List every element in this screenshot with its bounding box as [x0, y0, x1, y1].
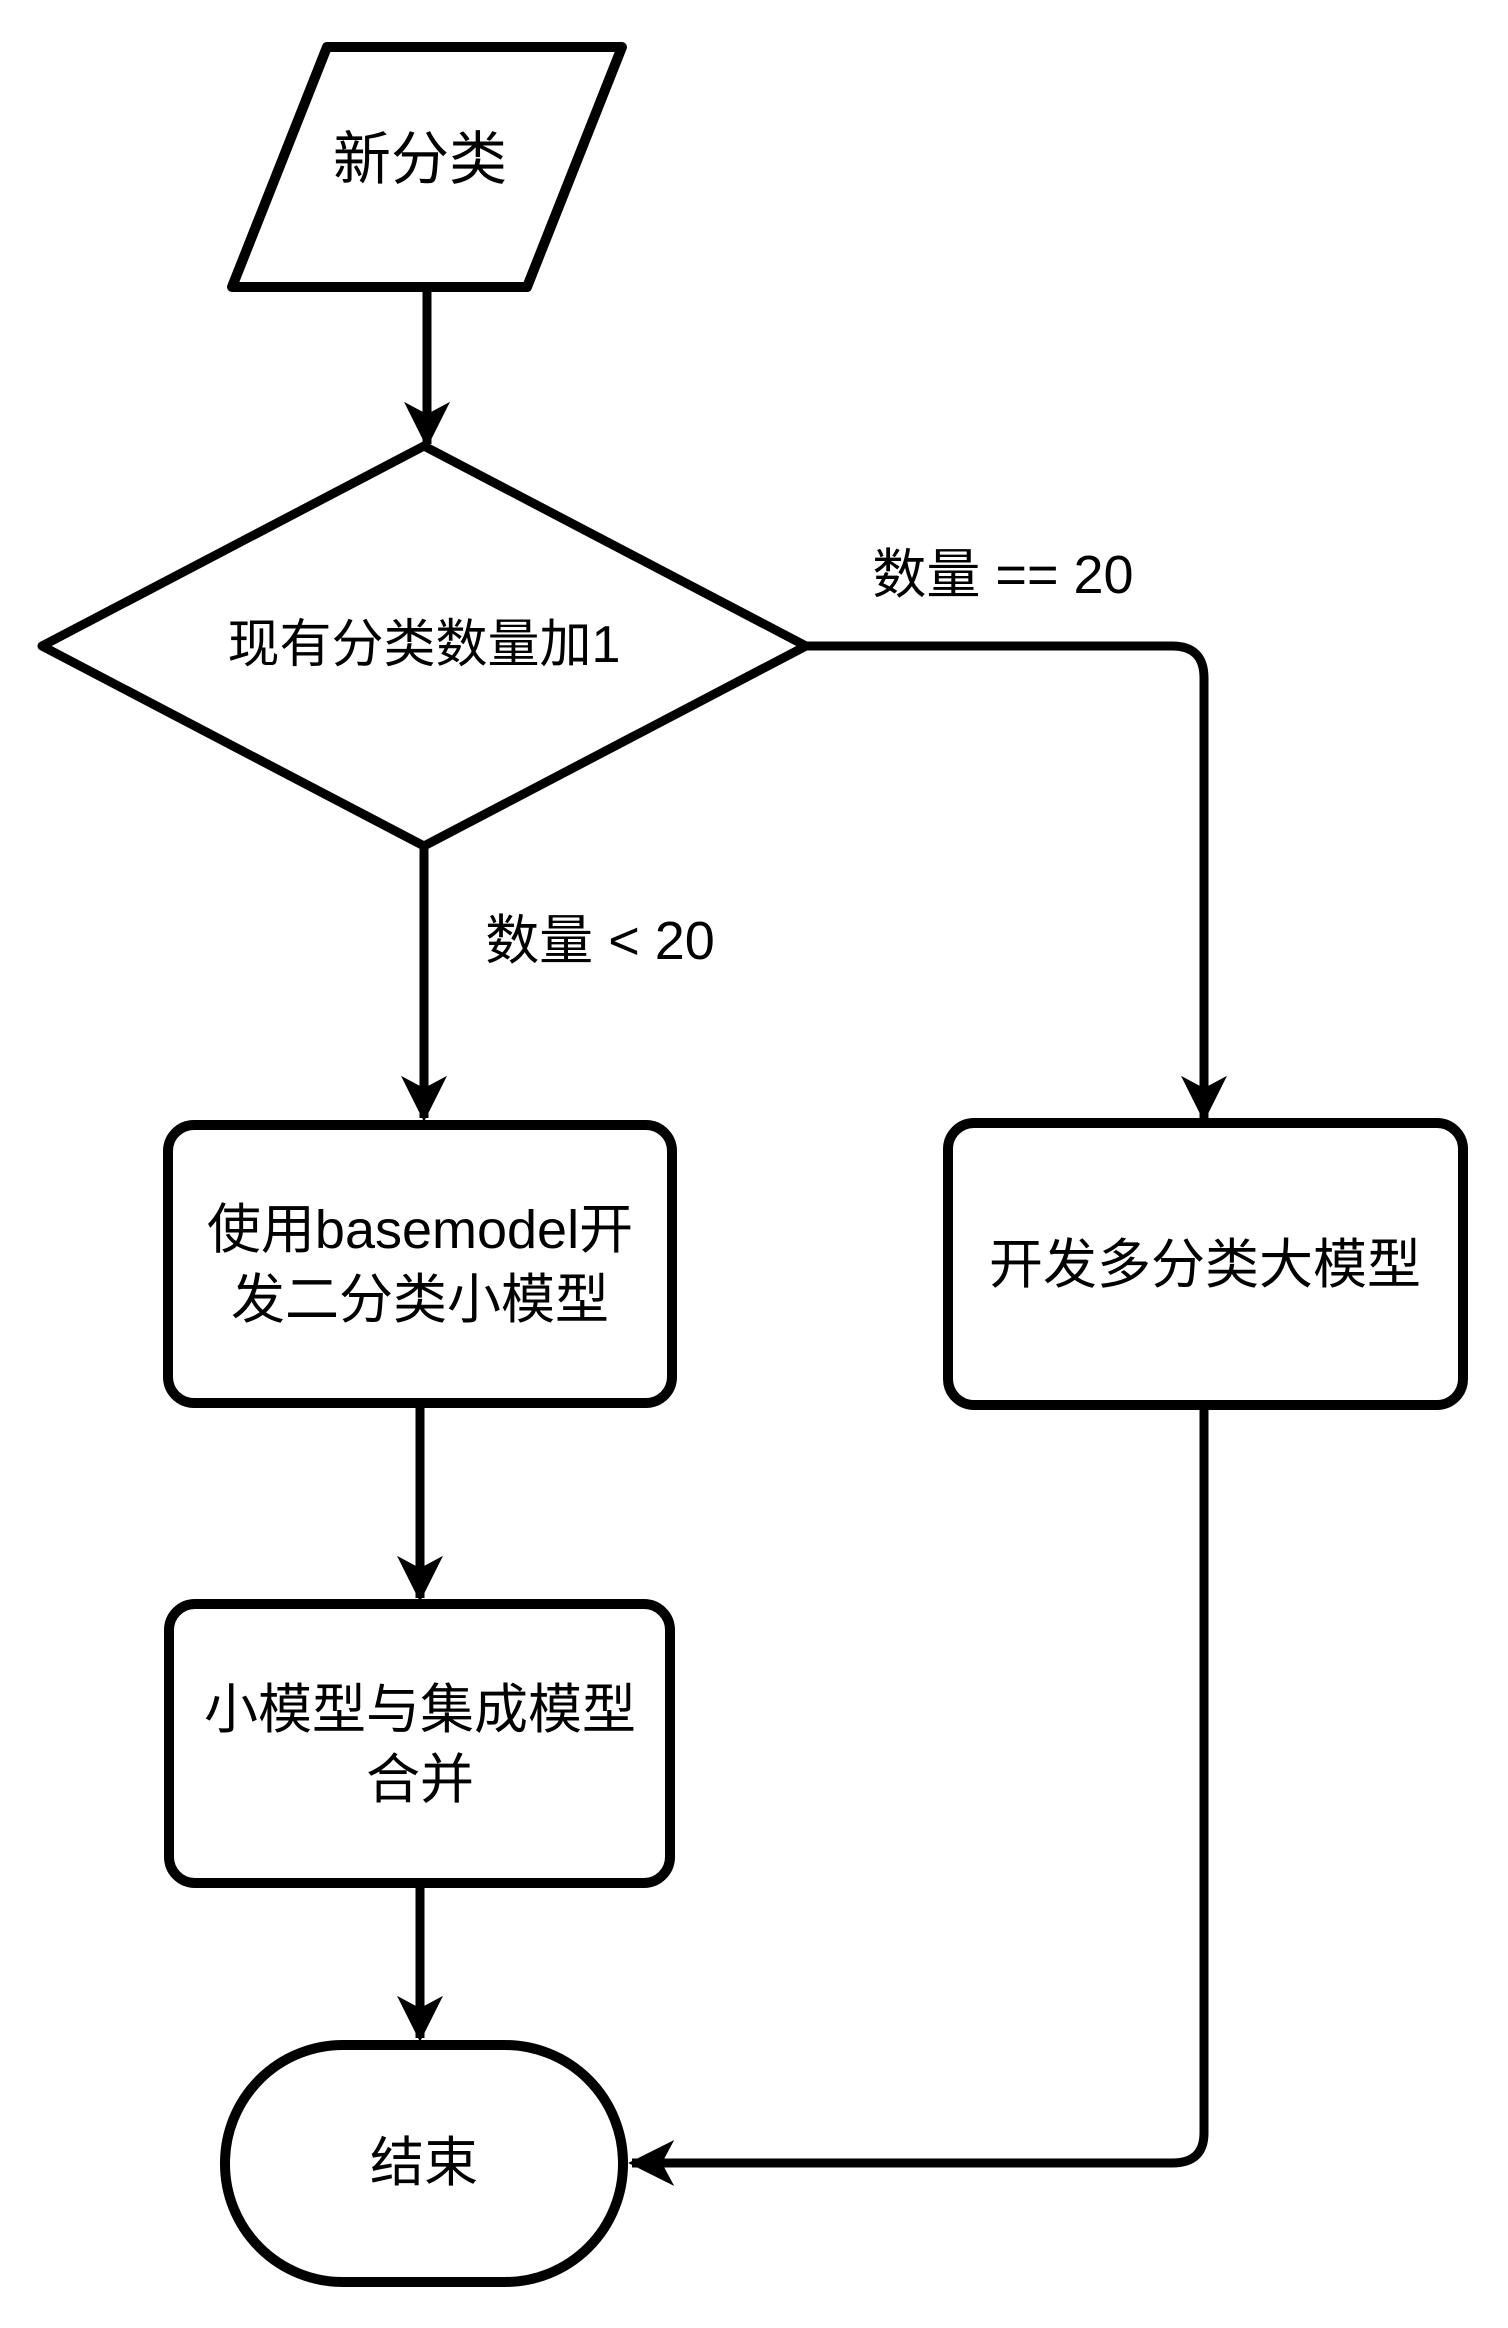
merge-models-label: 小模型与集成模型合并	[204, 1679, 636, 1810]
edge-label-count-less-than-20: 数量 < 20	[485, 910, 715, 971]
develop-small-model-label: 使用basemodel开发二分类小模型	[206, 1199, 634, 1330]
edge-develop-large-to-end	[628, 1405, 1209, 2186]
merge-models-box-shape	[164, 1599, 675, 1888]
edge-label-count-equals-20: 数量 == 20	[872, 544, 1134, 605]
end-node-label: 结束	[370, 2132, 478, 2193]
develop-large-model-box-shape	[943, 1118, 1468, 1410]
decision-node-label: 现有分类数量加1	[227, 616, 621, 675]
edge-decision-to-develop-large	[806, 641, 1227, 1122]
develop-small-model-box-shape	[163, 1120, 677, 1408]
decision-diamond-shape	[37, 441, 811, 851]
develop-large-model-label: 开发多分类大模型	[989, 1234, 1421, 1295]
start-parallelogram-shape	[227, 42, 627, 292]
end-terminator-shape	[220, 2040, 628, 2287]
start-node-label: 新分类	[332, 127, 507, 193]
